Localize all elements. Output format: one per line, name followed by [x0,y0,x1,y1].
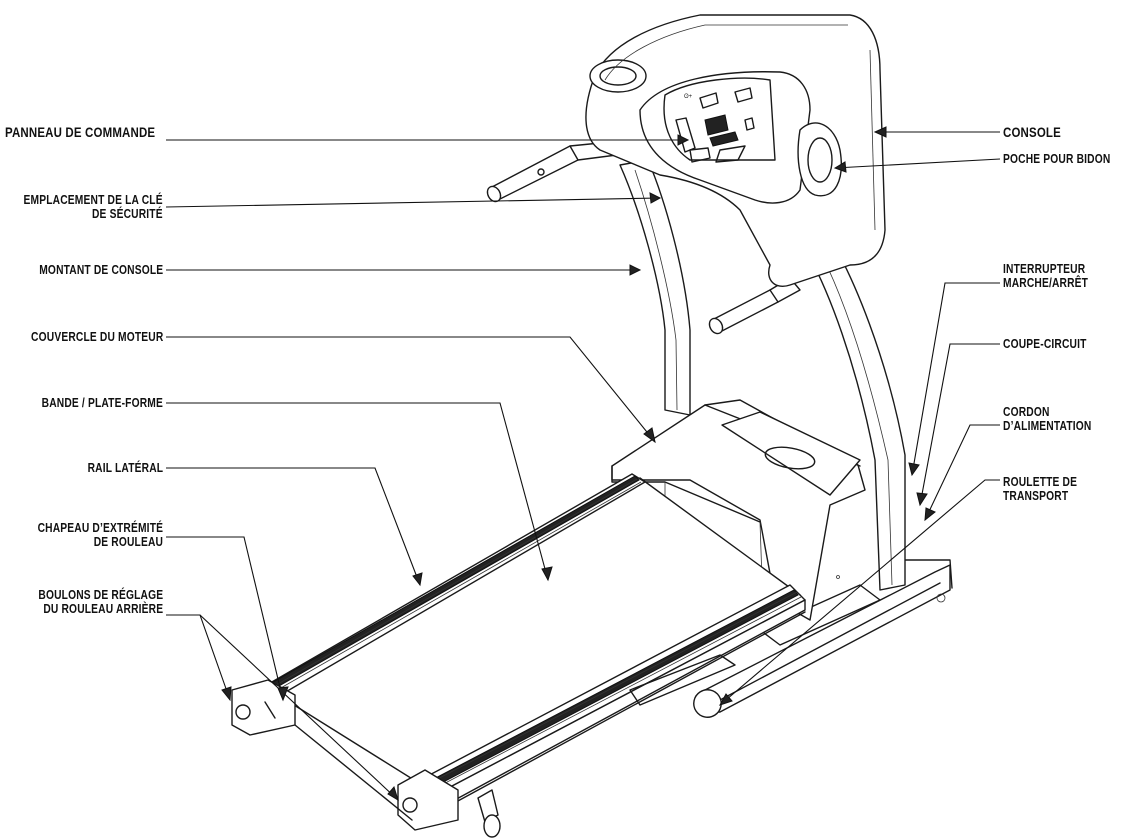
label-boulons-line1: BOULONS DE RÉGLAGE [38,588,163,602]
label-roulette-line1: ROULETTE DE [1003,475,1078,489]
label-montant-text: MONTANT DE CONSOLE [38,263,163,277]
label-poche-text: POCHE POUR BIDON [1003,152,1111,166]
label-console: CONSOLE [1003,125,1061,139]
deck-belt [231,473,806,838]
label-console-text: CONSOLE [1003,124,1061,140]
label-panneau-de-commande: PANNEAU DE COMMANDE [5,125,155,139]
leader-lines [165,126,1001,802]
label-panneau-text: PANNEAU DE COMMANDE [5,124,156,140]
label-roulette-line2: TRANSPORT [1003,489,1069,503]
label-cordon-line1: CORDON [1003,405,1050,419]
label-couvercle-text: COUVERCLE DU MOTEUR [30,330,163,344]
label-chapeau-line2: DE ROULEAU [93,535,163,549]
label-interrupteur-line2: MARCHE/ARRÊT [1003,276,1089,290]
label-bande-plateforme: BANDE / PLATE-FORME [42,396,163,410]
handlebars [486,139,801,335]
label-boulons-reglage: BOULONS DE RÉGLAGE DU ROULEAU ARRIÈRE [38,588,163,616]
base-frame [693,559,953,718]
label-chapeau-line1: CHAPEAU D’EXTRÉMITÉ [37,521,163,535]
label-boulons-line2: DU ROULEAU ARRIÈRE [43,602,163,616]
label-cordon: CORDON D’ALIMENTATION [1003,405,1091,433]
label-couvercle-moteur: COUVERCLE DU MOTEUR [31,330,163,344]
label-cle-line1: EMPLACEMENT DE LA CLÉ [23,193,163,207]
label-rail-lateral: RAIL LATÉRAL [87,461,163,475]
label-rail-text: RAIL LATÉRAL [87,461,163,475]
console-unit: ʘ+ [585,14,886,287]
motor-cover [611,399,866,621]
label-coupe-text: COUPE-CIRCUIT [1003,337,1087,351]
label-cle-line2: DE SÉCURITÉ [92,207,163,221]
label-interrupteur-line1: INTERRUPTEUR [1003,262,1086,276]
label-cordon-line2: D’ALIMENTATION [1003,419,1092,433]
label-chapeau-rouleau: CHAPEAU D’EXTRÉMITÉ DE ROULEAU [37,521,163,549]
label-coupe-circuit: COUPE-CIRCUIT [1003,337,1087,351]
label-interrupteur: INTERRUPTEUR MARCHE/ARRÊT [1003,262,1088,290]
label-emplacement-cle: EMPLACEMENT DE LA CLÉ DE SÉCURITÉ [24,193,163,221]
svg-text:ʘ+: ʘ+ [684,94,693,100]
label-bande-text: BANDE / PLATE-FORME [41,396,163,410]
label-montant-console: MONTANT DE CONSOLE [39,263,163,277]
label-roulette: ROULETTE DE TRANSPORT [1003,475,1077,503]
label-poche-bidon: POCHE POUR BIDON [1003,152,1110,166]
